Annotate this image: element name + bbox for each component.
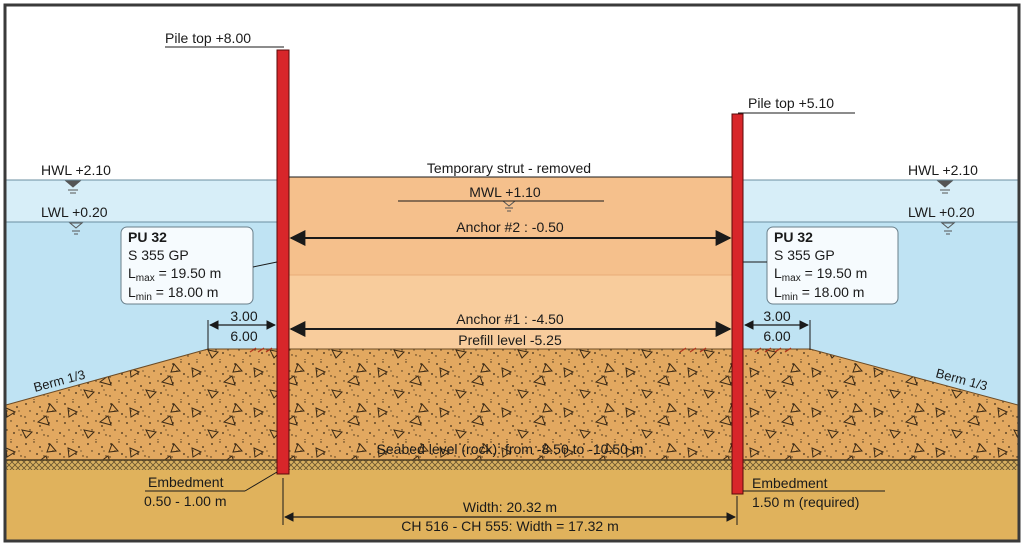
right-berm-bottom-value: 6.00 — [763, 328, 790, 344]
left-pile-spec-box: PU 32 S 355 GP Lmax = 19.50 m Lmin = 18.… — [120, 226, 278, 305]
prefill-level-label: Prefill level -5.25 — [458, 332, 562, 348]
right-embedment-callout: Embedment 1.50 m (required) — [743, 475, 885, 510]
temporary-strut-label: Temporary strut - removed — [427, 160, 591, 176]
width-main-label: Width: 20.32 m — [463, 499, 557, 515]
right-berm-top-value: 3.00 — [763, 308, 790, 324]
left-spec-grade: S 355 GP — [128, 247, 189, 263]
right-spec-lmin: Lmin = 18.00 m — [774, 284, 864, 303]
hwl-right-label: HWL +2.10 — [908, 162, 978, 178]
right-pile-spec-box: PU 32 S 355 GP Lmax = 19.50 m Lmin = 18.… — [743, 226, 899, 305]
anchor-1-label: Anchor #1 : -4.50 — [456, 311, 564, 327]
right-embedment-title: Embedment — [752, 475, 828, 491]
left-spec-lmin: Lmin = 18.00 m — [128, 284, 218, 303]
lwl-right-label: LWL +0.20 — [908, 204, 975, 220]
hwl-left-label: HWL +2.10 — [41, 162, 111, 178]
berm-surface-marks — [249, 347, 792, 353]
rock-hatch-band — [6, 460, 1018, 470]
left-embedment-value: 0.50 - 1.00 m — [144, 493, 227, 509]
drawing-frame — [3, 3, 1021, 543]
right-sheet-pile — [731, 113, 744, 495]
right-spec-lmax: Lmax = 19.50 m — [774, 265, 867, 284]
right-berm-dimension: 3.00 6.00 — [744, 308, 811, 350]
left-berm-bottom-value: 6.00 — [230, 328, 257, 344]
width-dimension: Width: 20.32 m CH 516 - CH 555: Width = … — [282, 478, 738, 534]
anchor-2-label: Anchor #2 : -0.50 — [456, 219, 564, 235]
seabed-level-label: Seabed level (rock): from -8.50 to -10.5… — [377, 441, 644, 457]
left-berm-top-value: 3.00 — [230, 308, 257, 324]
left-embedment-callout: Embedment 0.50 - 1.00 m — [144, 471, 278, 509]
right-embedment-value: 1.50 m (required) — [752, 494, 859, 510]
rock-layer — [6, 470, 1018, 542]
lwl-left-label: LWL +0.20 — [41, 204, 108, 220]
left-sheet-pile — [276, 49, 290, 475]
width-alt-label: CH 516 - CH 555: Width = 17.32 m — [401, 518, 619, 534]
left-spec-lmax: Lmax = 19.50 m — [128, 265, 221, 284]
left-embedment-title: Embedment — [148, 474, 224, 490]
left-pile-top-label: Pile top +8.00 — [165, 30, 251, 46]
pit-fill-upper — [289, 177, 732, 275]
right-spec-grade: S 355 GP — [774, 247, 835, 263]
right-pile-top-label: Pile top +5.10 — [748, 95, 834, 111]
right-spec-section: PU 32 — [774, 229, 813, 245]
left-spec-section: PU 32 — [128, 229, 167, 245]
mwl-label: MWL +1.10 — [469, 184, 541, 200]
left-berm-dimension: 3.00 6.00 — [207, 308, 276, 350]
